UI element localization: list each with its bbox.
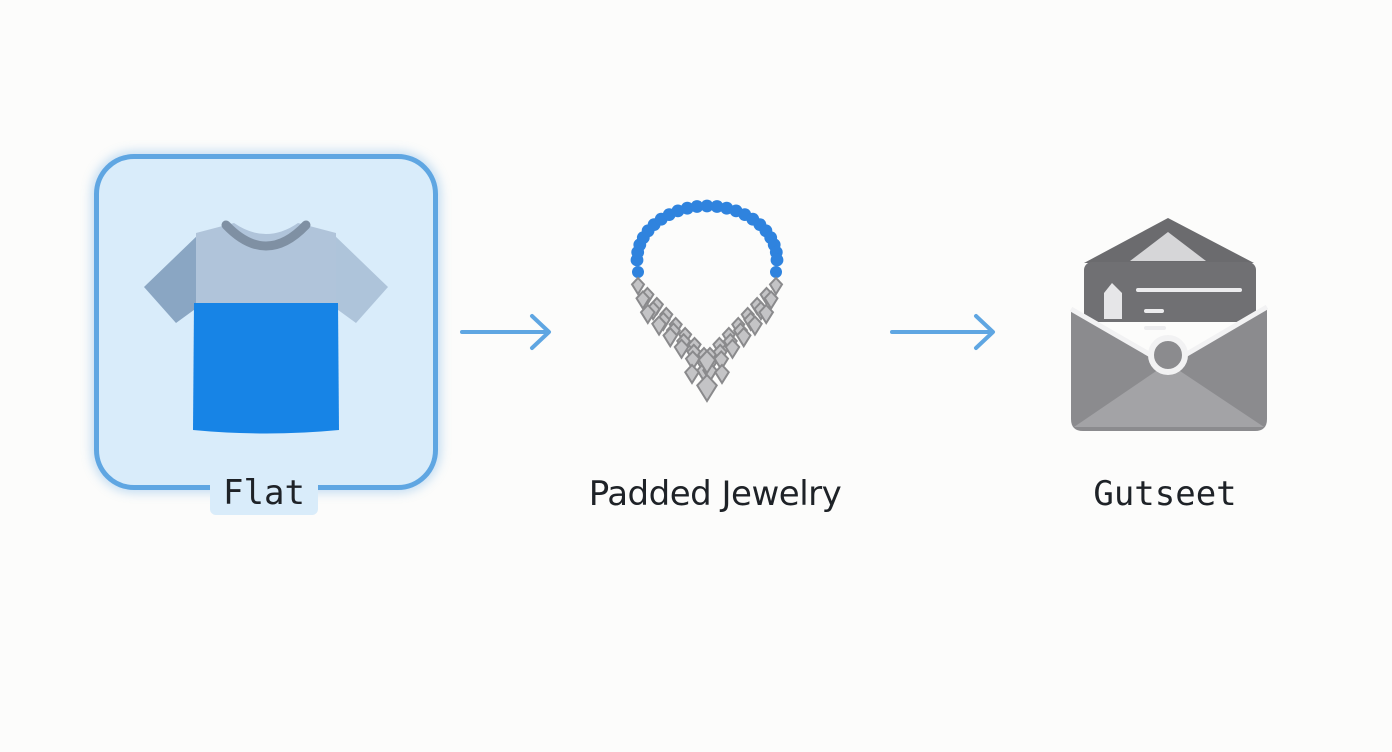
arrow-right-icon — [890, 314, 995, 350]
option-label-gutseet: Gutseet — [1093, 474, 1237, 514]
option-label-flat: Flat — [210, 473, 318, 515]
tshirt-icon — [144, 220, 388, 434]
option-label-padded-jewelry: Padded Jewelry — [588, 474, 842, 514]
necklace-icon — [630, 199, 784, 403]
envelope-icon — [1069, 218, 1269, 431]
arrow-right-icon — [460, 314, 551, 350]
